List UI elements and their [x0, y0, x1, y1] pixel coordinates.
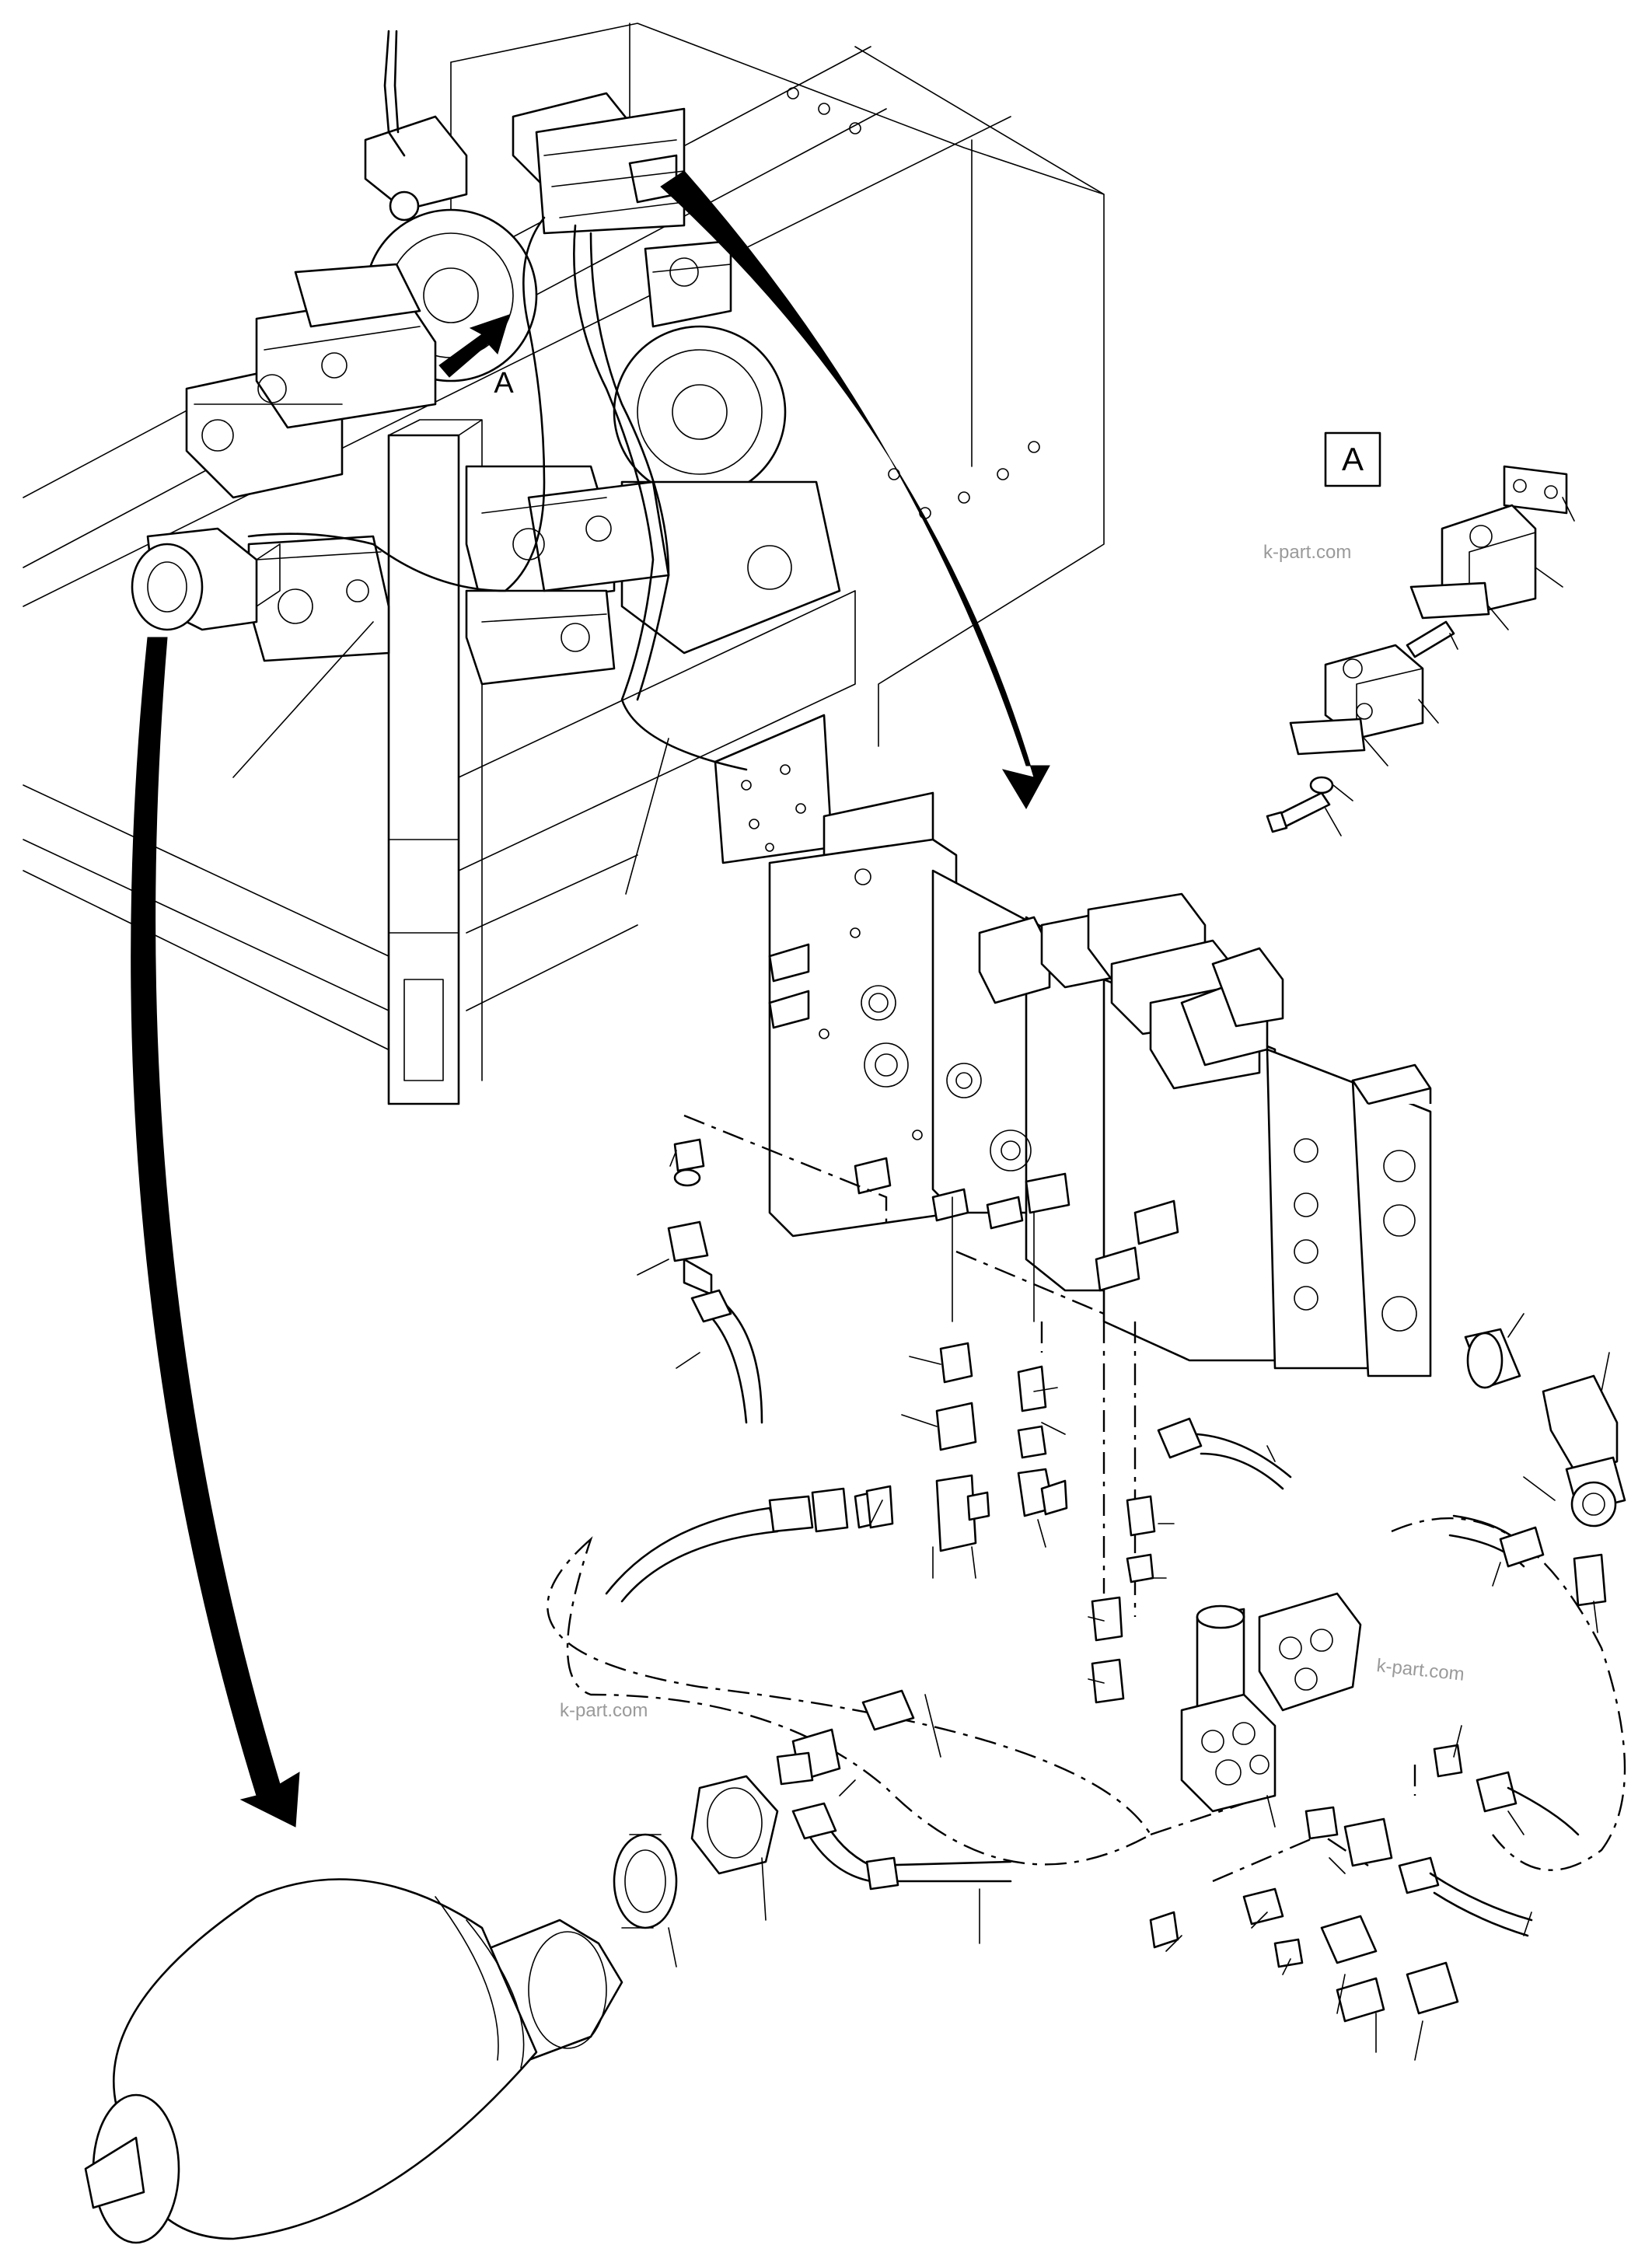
main-control-valve — [768, 791, 1432, 1377]
curved-arrow-left — [131, 637, 300, 1828]
curved-arrow-right — [660, 170, 1050, 810]
view-a-detail — [1266, 465, 1575, 836]
machine-frame-assembly — [23, 23, 1105, 1105]
watermark-left: k-part.com — [560, 1700, 648, 1721]
view-a-marker: A — [1324, 431, 1381, 487]
arrow-a-label: A — [494, 367, 514, 400]
pressure-sensor-unit — [131, 527, 281, 631]
hydraulic-accumulator — [84, 1878, 623, 2244]
watermark-top: k-part.com — [1263, 542, 1351, 563]
view-a-label: A — [1342, 441, 1364, 477]
fittings-and-hoses — [547, 1114, 1626, 2061]
watermark-right: k-part.com — [1375, 1655, 1465, 1685]
